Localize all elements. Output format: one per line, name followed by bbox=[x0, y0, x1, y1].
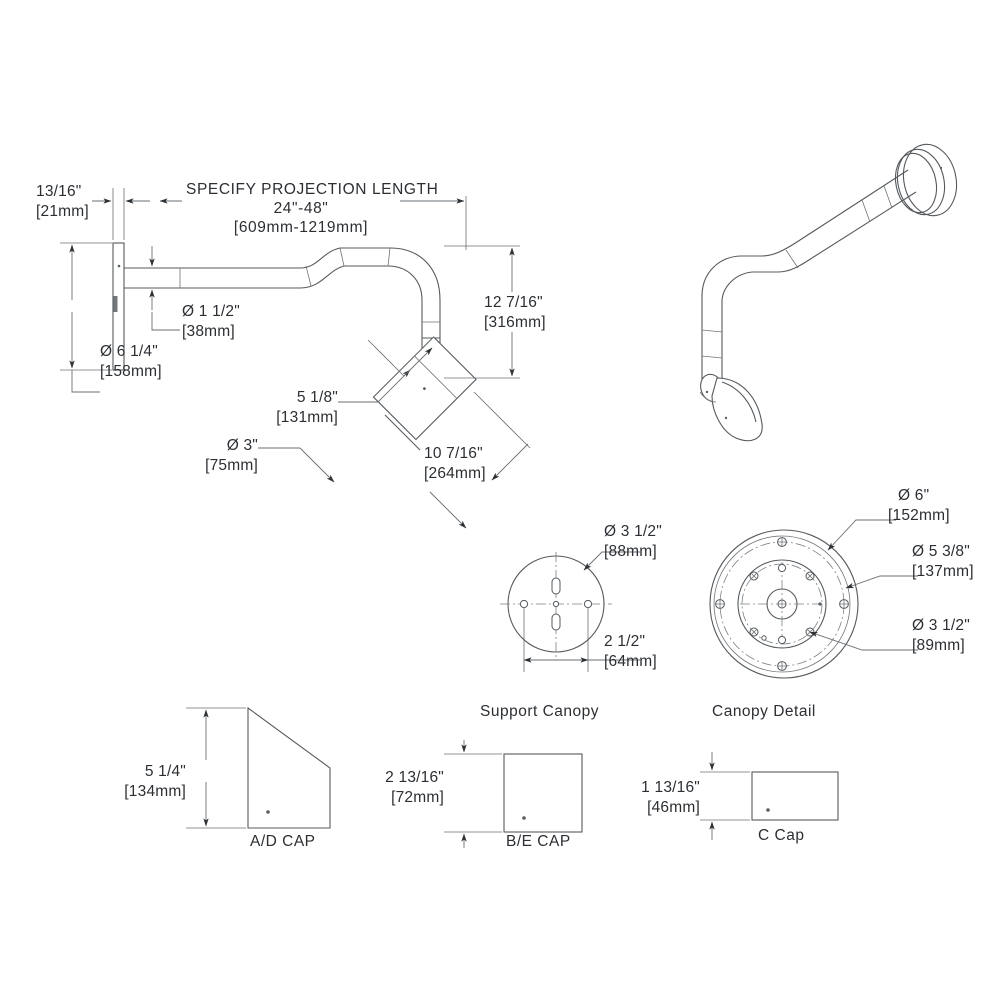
shade-length-imperial: 10 7/16" bbox=[424, 445, 483, 462]
canopy-outer-diameter-imperial: Ø 6" bbox=[898, 487, 930, 504]
isometric-view-geometry bbox=[699, 143, 958, 442]
shade-width-metric: [131mm] bbox=[276, 409, 338, 426]
projection-length-range: 24"-48" bbox=[273, 200, 329, 217]
c-cap-geometry bbox=[700, 752, 839, 840]
support-canopy-hole-spacing-imperial: 2 1/2" bbox=[604, 633, 646, 650]
support-canopy-diameter-imperial: Ø 3 1/2" bbox=[604, 523, 662, 540]
support-canopy-diameter-metric: [88mm] bbox=[604, 543, 657, 560]
backplate-thickness-metric: [21mm] bbox=[36, 203, 89, 220]
main-assembly-dimensions bbox=[60, 188, 531, 529]
shade-neck-diameter-metric: [75mm] bbox=[205, 457, 258, 474]
shade-length-metric: [264mm] bbox=[424, 465, 486, 482]
support-canopy-geometry bbox=[500, 551, 640, 672]
canopy-bolt-circle-metric: [137mm] bbox=[912, 563, 974, 580]
ad-cap-caption: A/D CAP bbox=[250, 833, 316, 850]
be-cap-height-imperial: 2 13/16" bbox=[385, 769, 444, 786]
canopy-detail-geometry bbox=[709, 519, 918, 679]
support-canopy-hole-spacing-metric: [64mm] bbox=[604, 653, 657, 670]
projection-length-title: SPECIFY PROJECTION LENGTH bbox=[186, 181, 439, 198]
projection-length-range-metric: [609mm-1219mm] bbox=[233, 219, 369, 236]
drop-height-metric: [316mm] bbox=[484, 314, 546, 331]
be-cap-caption: B/E CAP bbox=[506, 833, 571, 850]
ad-cap-height-metric: [134mm] bbox=[124, 783, 186, 800]
canopy-outer-diameter-metric: [152mm] bbox=[888, 507, 950, 524]
support-canopy-caption: Support Canopy bbox=[480, 703, 600, 720]
ad-cap-geometry bbox=[186, 706, 331, 829]
arm-diameter-imperial: Ø 1 1/2" bbox=[182, 303, 240, 320]
canopy-inner-diameter-metric: [89mm] bbox=[912, 637, 965, 654]
arm-diameter-metric: [38mm] bbox=[182, 323, 235, 340]
c-cap-caption: C Cap bbox=[758, 827, 805, 844]
ad-cap-height-imperial: 5 1/4" bbox=[144, 763, 186, 780]
shade-neck-diameter-imperial: Ø 3" bbox=[226, 437, 258, 454]
backplate-thickness-imperial: 13/16" bbox=[36, 183, 82, 200]
canopy-detail-caption: Canopy Detail bbox=[712, 703, 816, 720]
backplate-diameter-imperial: Ø 6 1/4" bbox=[100, 343, 158, 360]
be-cap-height-metric: [72mm] bbox=[391, 789, 444, 806]
shade-width-imperial: 5 1/8" bbox=[296, 389, 338, 406]
main-assembly-geometry bbox=[112, 242, 477, 451]
be-cap-geometry bbox=[444, 740, 583, 848]
backplate-diameter-metric: [158mm] bbox=[100, 363, 162, 380]
c-cap-height-imperial: 1 13/16" bbox=[641, 779, 700, 796]
c-cap-height-metric: [46mm] bbox=[647, 799, 700, 816]
canopy-bolt-circle-imperial: Ø 5 3/8" bbox=[912, 543, 970, 560]
canopy-inner-diameter-imperial: Ø 3 1/2" bbox=[912, 617, 970, 634]
shade-body bbox=[372, 336, 477, 441]
drop-height-imperial: 12 7/16" bbox=[484, 294, 543, 311]
